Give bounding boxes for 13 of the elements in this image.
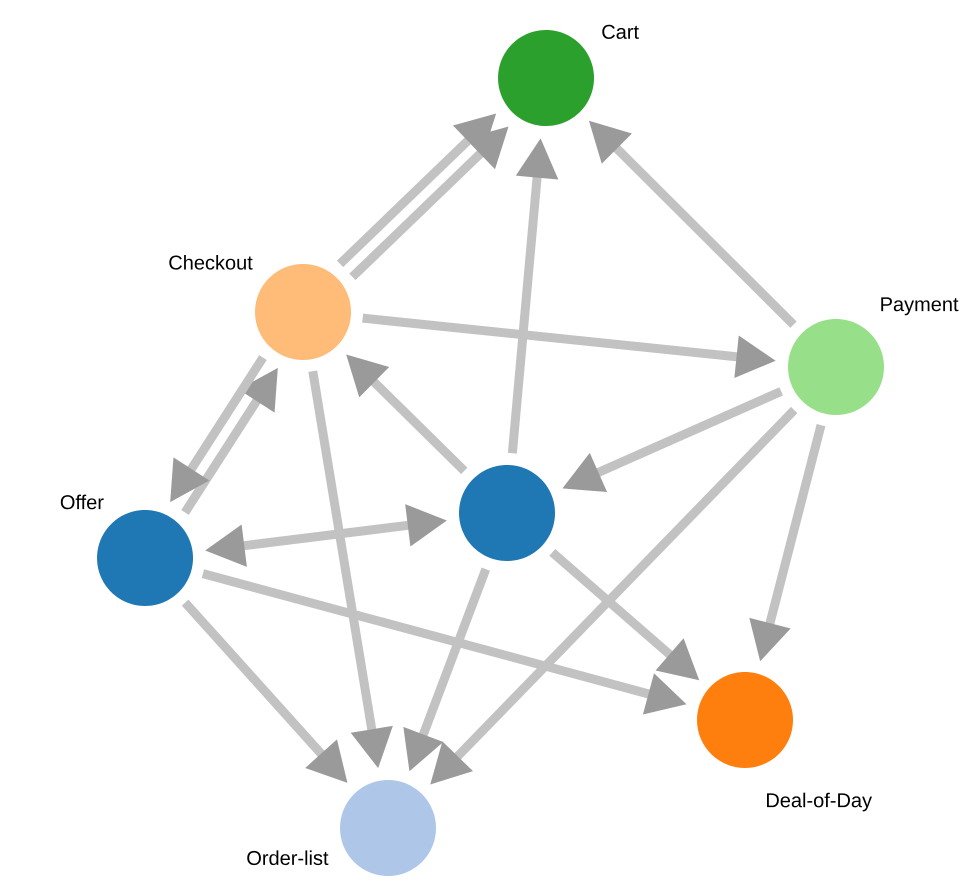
node-label: Deal-of-Day (767, 792, 872, 812)
node-label: Payment (881, 297, 958, 316)
node-label: Offer (60, 494, 104, 510)
circle-node (459, 465, 555, 561)
circle-node (498, 24, 639, 126)
circle-node (788, 297, 958, 415)
node-label: Checkout (169, 254, 253, 270)
node-label: Cart (602, 24, 639, 39)
circle-node (247, 780, 436, 876)
node-label: Order-list (247, 850, 328, 866)
circle-node (697, 672, 872, 812)
circle-node (169, 254, 351, 360)
circle-node (60, 494, 193, 606)
